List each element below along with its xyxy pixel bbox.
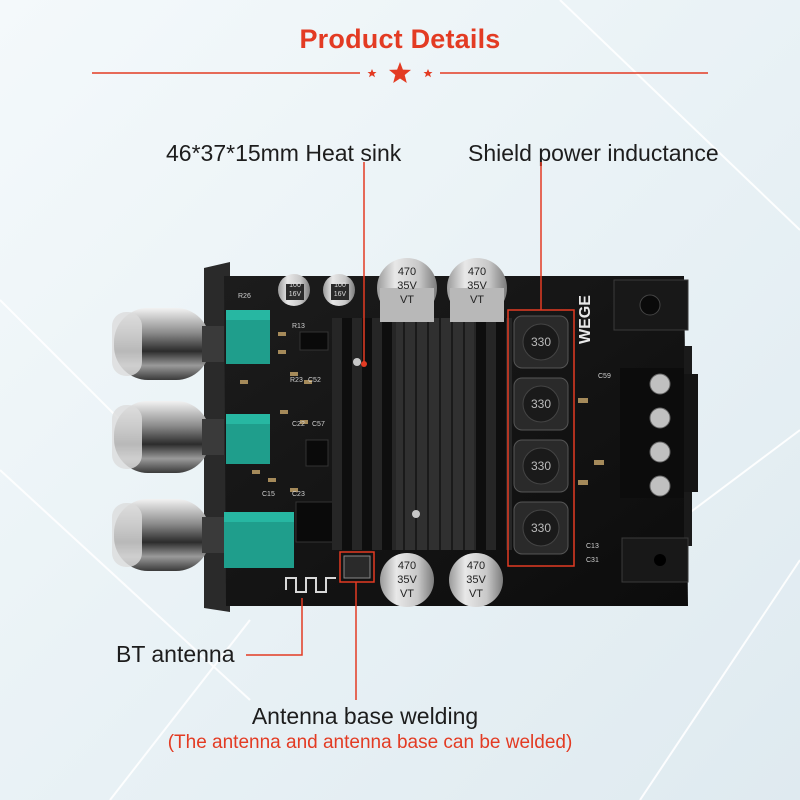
brand-mark: WEGE xyxy=(577,295,594,344)
svg-text:16V: 16V xyxy=(334,291,347,298)
bt-antenna-label: BT antenna xyxy=(116,641,235,667)
svg-text:R23: R23 xyxy=(290,377,303,384)
svg-text:C13: C13 xyxy=(586,543,599,550)
svg-text:C52: C52 xyxy=(308,377,321,384)
small-star-icon xyxy=(423,69,433,78)
welding-note: (The antenna and antenna base can be wel… xyxy=(167,732,573,753)
page-title: Product Details xyxy=(299,24,501,54)
svg-text:35V: 35V xyxy=(466,574,486,586)
pcb-silkscreen: R26 R13 R23 C52 C22 C57 C15 C23 C59 C13 … xyxy=(238,293,611,564)
inductor: 330 xyxy=(513,377,569,431)
svg-text:330: 330 xyxy=(531,521,551,535)
large-capacitor: 470 35V VT xyxy=(447,258,507,322)
smd-components xyxy=(240,332,312,492)
screw-icon xyxy=(412,510,420,518)
treble-knob xyxy=(112,401,224,473)
svg-text:100: 100 xyxy=(334,282,346,289)
svg-text:330: 330 xyxy=(531,335,551,349)
svg-text:C31: C31 xyxy=(586,557,599,564)
svg-text:VT: VT xyxy=(470,294,484,306)
svg-text:C23: C23 xyxy=(292,491,305,498)
svg-text:470: 470 xyxy=(468,266,486,278)
large-capacitor: 470 35V VT xyxy=(377,258,437,322)
bt-antenna-trace xyxy=(285,577,336,593)
ic-chip xyxy=(299,331,329,351)
svg-text:VT: VT xyxy=(469,588,483,600)
heat-sink-label: 46*37*15mm Heat sink xyxy=(166,140,402,166)
svg-text:470: 470 xyxy=(467,560,485,572)
svg-text:R13: R13 xyxy=(292,323,305,330)
small-capacitor: 100 16V xyxy=(323,274,355,306)
svg-text:35V: 35V xyxy=(467,280,487,292)
svg-text:C15: C15 xyxy=(262,491,275,498)
svg-text:R26: R26 xyxy=(238,293,251,300)
title-divider xyxy=(92,62,708,83)
svg-text:C59: C59 xyxy=(598,373,611,380)
terminal-screw-icon xyxy=(649,441,671,463)
terminal-screw-icon xyxy=(649,373,671,395)
small-star-icon xyxy=(367,69,377,78)
svg-text:330: 330 xyxy=(531,397,551,411)
inductor: 330 xyxy=(513,315,569,369)
svg-text:470: 470 xyxy=(398,266,416,278)
large-capacitor: 470 35V VT xyxy=(380,553,434,607)
svg-text:VT: VT xyxy=(400,588,414,600)
antenna-base xyxy=(343,555,371,579)
svg-text:C22: C22 xyxy=(292,421,305,428)
svg-text:470: 470 xyxy=(398,560,416,572)
inductor: 330 xyxy=(513,501,569,555)
star-icon xyxy=(389,62,411,83)
terminal-screw-icon xyxy=(649,475,671,497)
svg-text:35V: 35V xyxy=(397,574,417,586)
ic-chip xyxy=(305,439,329,467)
svg-text:35V: 35V xyxy=(397,280,417,292)
svg-text:C57: C57 xyxy=(312,421,325,428)
svg-text:330: 330 xyxy=(531,459,551,473)
inductance-label: Shield power inductance xyxy=(468,140,719,166)
antenna-welding-label: Antenna base welding xyxy=(251,703,479,729)
inductor: 330 xyxy=(513,439,569,493)
svg-text:100: 100 xyxy=(289,282,301,289)
screw-icon xyxy=(353,358,361,366)
terminal-screw-icon xyxy=(649,407,671,429)
large-capacitor: 470 35V VT xyxy=(449,553,503,607)
svg-text:VT: VT xyxy=(400,294,414,306)
svg-text:16V: 16V xyxy=(289,291,302,298)
bass-knob xyxy=(112,499,224,571)
antenna-base-highlight-box xyxy=(339,551,375,583)
speaker-terminal-block xyxy=(620,368,698,498)
heat-sink xyxy=(332,318,512,550)
volume-knob xyxy=(112,308,224,380)
small-capacitor: 100 16V xyxy=(278,274,310,306)
callout-leader-lines xyxy=(246,162,542,700)
